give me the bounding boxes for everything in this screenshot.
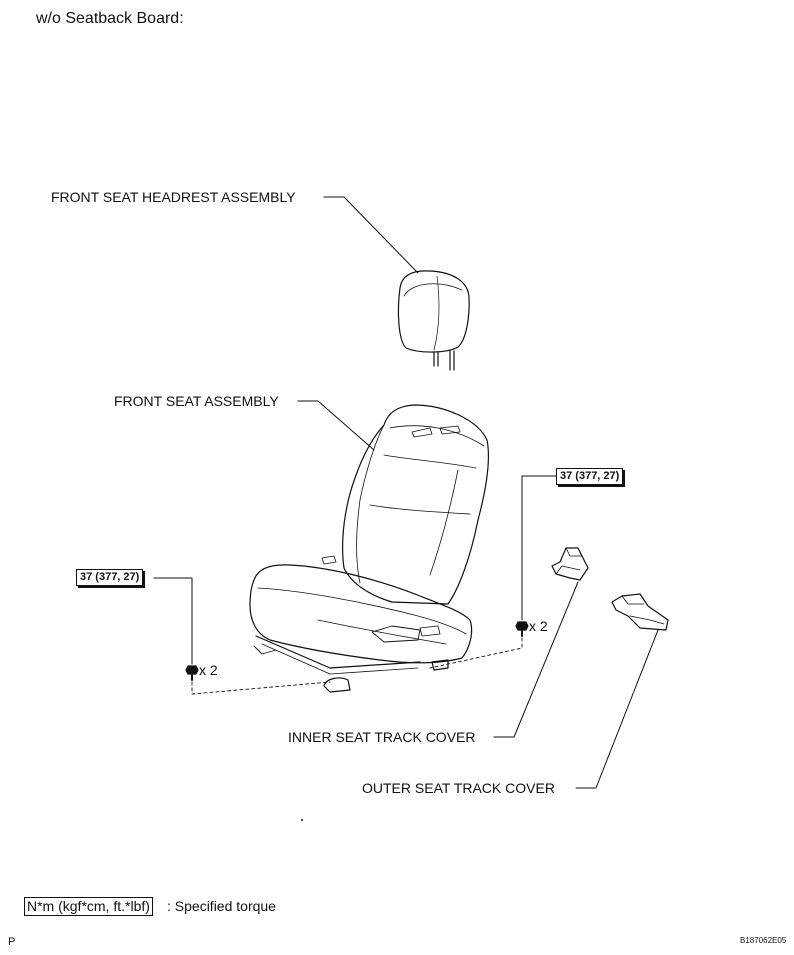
torque-spec-right: 37 (377, 27) [556,468,624,485]
leader-line-torque-left [153,577,193,665]
install-guide-line [191,681,331,695]
seat-cushion-drawing [249,564,473,664]
bolt-icon [185,665,199,681]
leader-line-seat [297,400,375,451]
label-headrest-assembly: FRONT SEAT HEADREST ASSEMBLY [51,189,296,205]
leader-line-outer-cover [575,629,659,789]
torque-spec-left: 37 (377, 27) [76,569,144,586]
figure-code: B187062E05 [740,936,787,945]
seat-track-drawing [253,555,449,693]
headrest-drawing [397,270,470,371]
seatback-drawing [342,404,489,605]
diagram-title: w/o Seatback Board: [36,10,184,27]
bolt-quantity-left: x 2 [199,662,218,678]
bolt-quantity-right: x 2 [529,618,548,634]
outer-seat-track-cover-drawing [611,593,669,631]
leader-line-inner-cover [493,581,579,738]
install-guide-line [429,637,523,669]
leader-line-torque-right [521,475,557,621]
label-seat-assembly: FRONT SEAT ASSEMBLY [114,393,279,409]
bolt-icon [515,621,529,637]
leader-line-headrest [323,196,419,274]
stray-dot [301,819,303,821]
legend-torque-unit: N*m (kgf*cm, ft.*lbf) [24,897,153,916]
inner-seat-track-cover-drawing [551,547,589,581]
label-inner-seat-track-cover: INNER SEAT TRACK COVER [288,729,476,745]
legend-description: : Specified torque [167,898,276,914]
footer-page-marker: P [8,936,16,948]
label-outer-seat-track-cover: OUTER SEAT TRACK COVER [362,780,555,796]
